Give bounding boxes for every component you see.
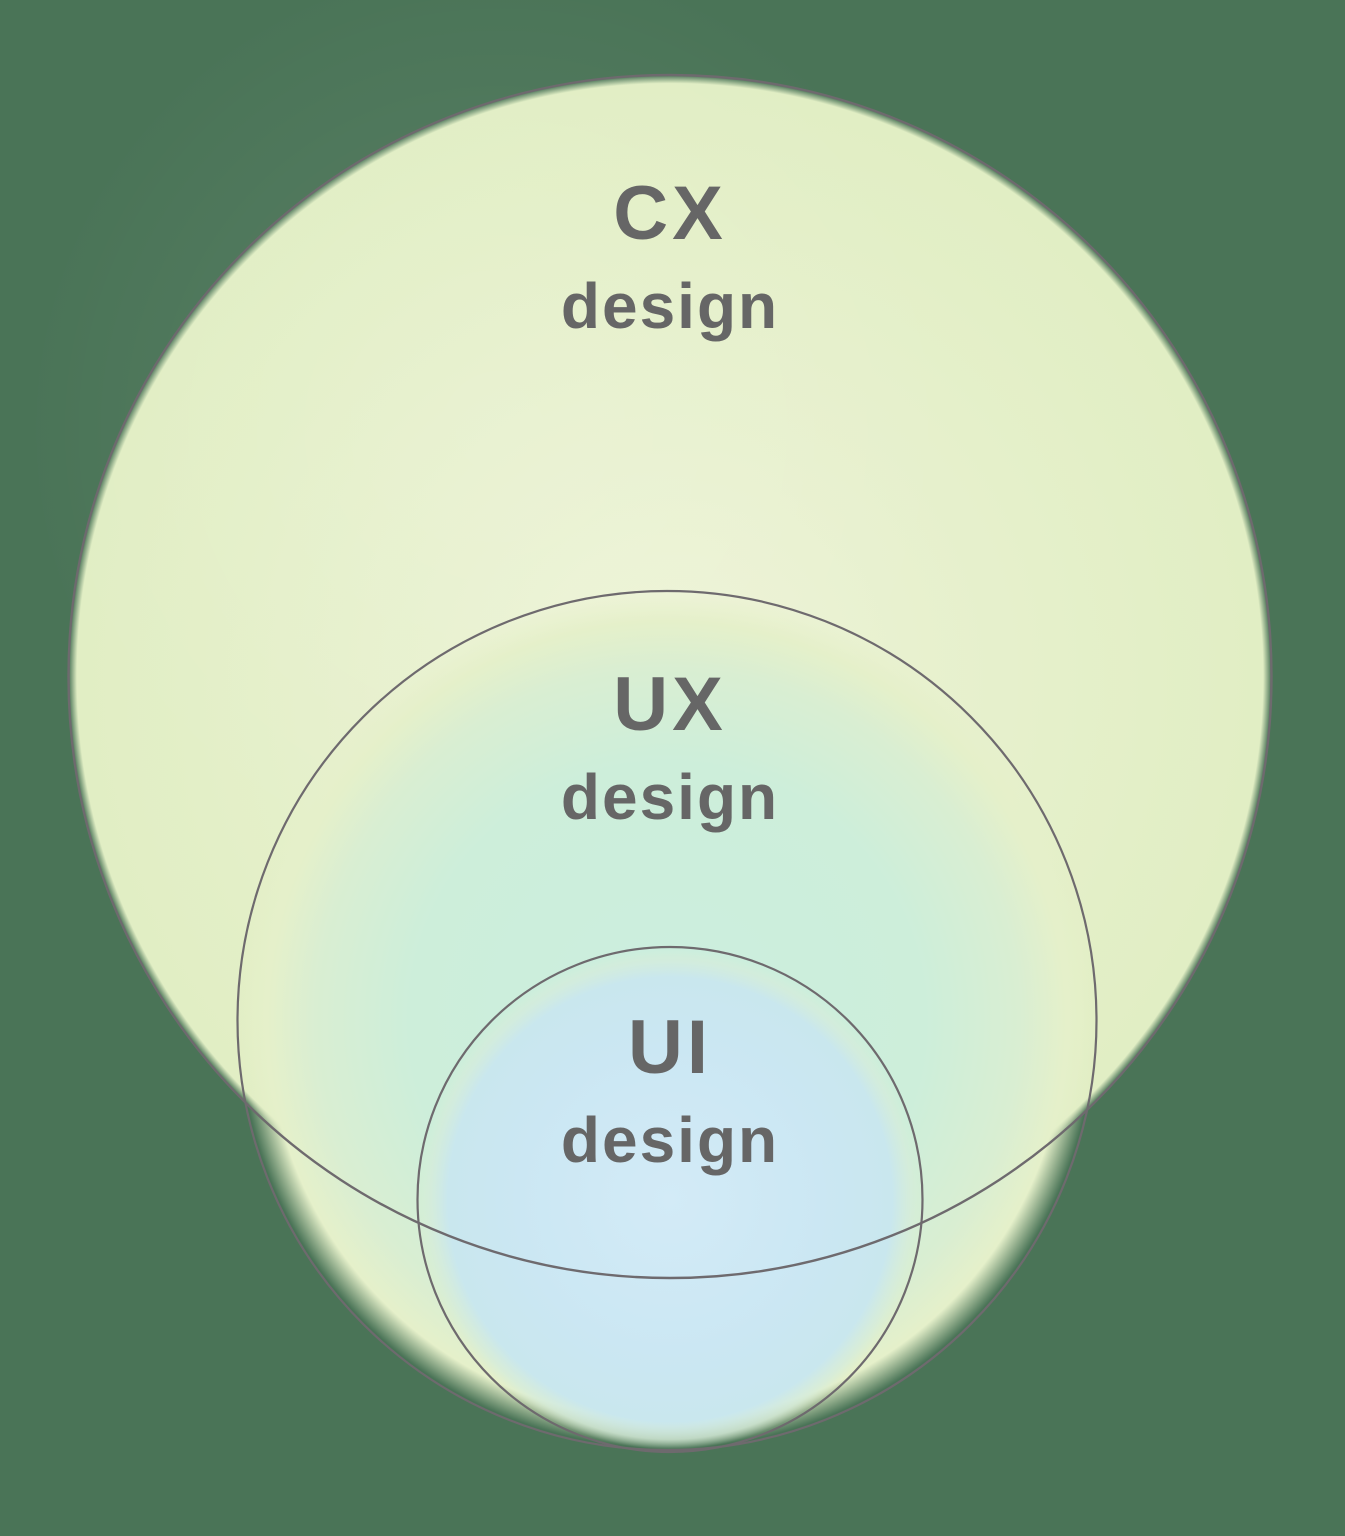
cx-circle-outline — [67, 73, 1273, 1280]
cx-design-label: design — [560, 270, 780, 342]
ui-label: UI design — [561, 1008, 779, 1175]
ui-circle-fill — [417, 947, 923, 1452]
cx-label: CX design — [561, 174, 779, 341]
ui-acronym: UI — [628, 1005, 712, 1090]
ux-acronym: UX — [613, 662, 727, 747]
ux-label: UX design — [561, 665, 779, 832]
ux-circle-outline — [236, 589, 1098, 1452]
ux-design-label: design — [560, 761, 780, 833]
ui-design-label: design — [560, 1104, 780, 1176]
cx-acronym: CX — [613, 171, 727, 256]
ui-circle-outline — [416, 945, 924, 1454]
